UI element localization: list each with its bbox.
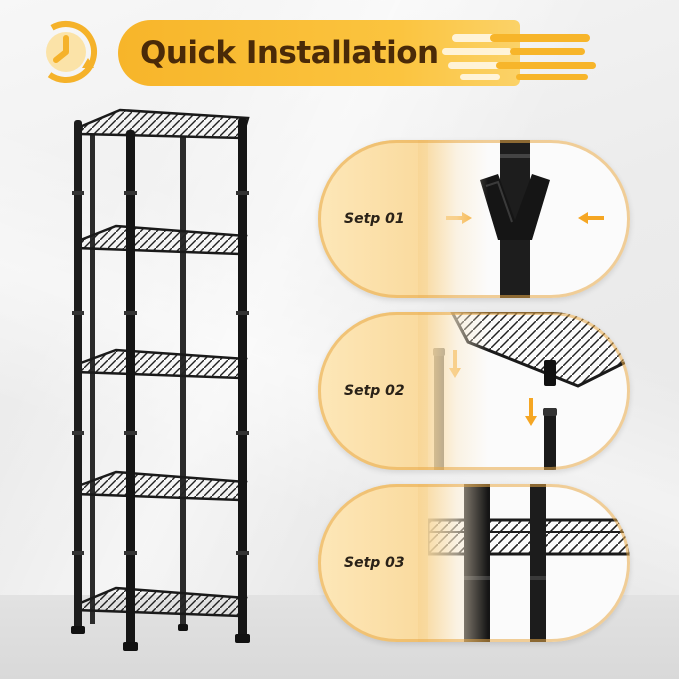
- clock-arrow-icon: [35, 20, 97, 83]
- step-label-1: Setp 01: [344, 211, 405, 227]
- step-card-3: Setp 03: [318, 484, 630, 642]
- wire-shelf-unit-image: [71, 108, 250, 651]
- step-card-1: Setp 01: [318, 140, 630, 298]
- step-label-3: Setp 03: [344, 555, 405, 571]
- step-label-2: Setp 02: [344, 383, 405, 399]
- page-title: Quick Installation: [140, 35, 439, 71]
- speed-lines-decoration: [442, 34, 596, 80]
- step-card-2: Setp 02: [318, 312, 630, 470]
